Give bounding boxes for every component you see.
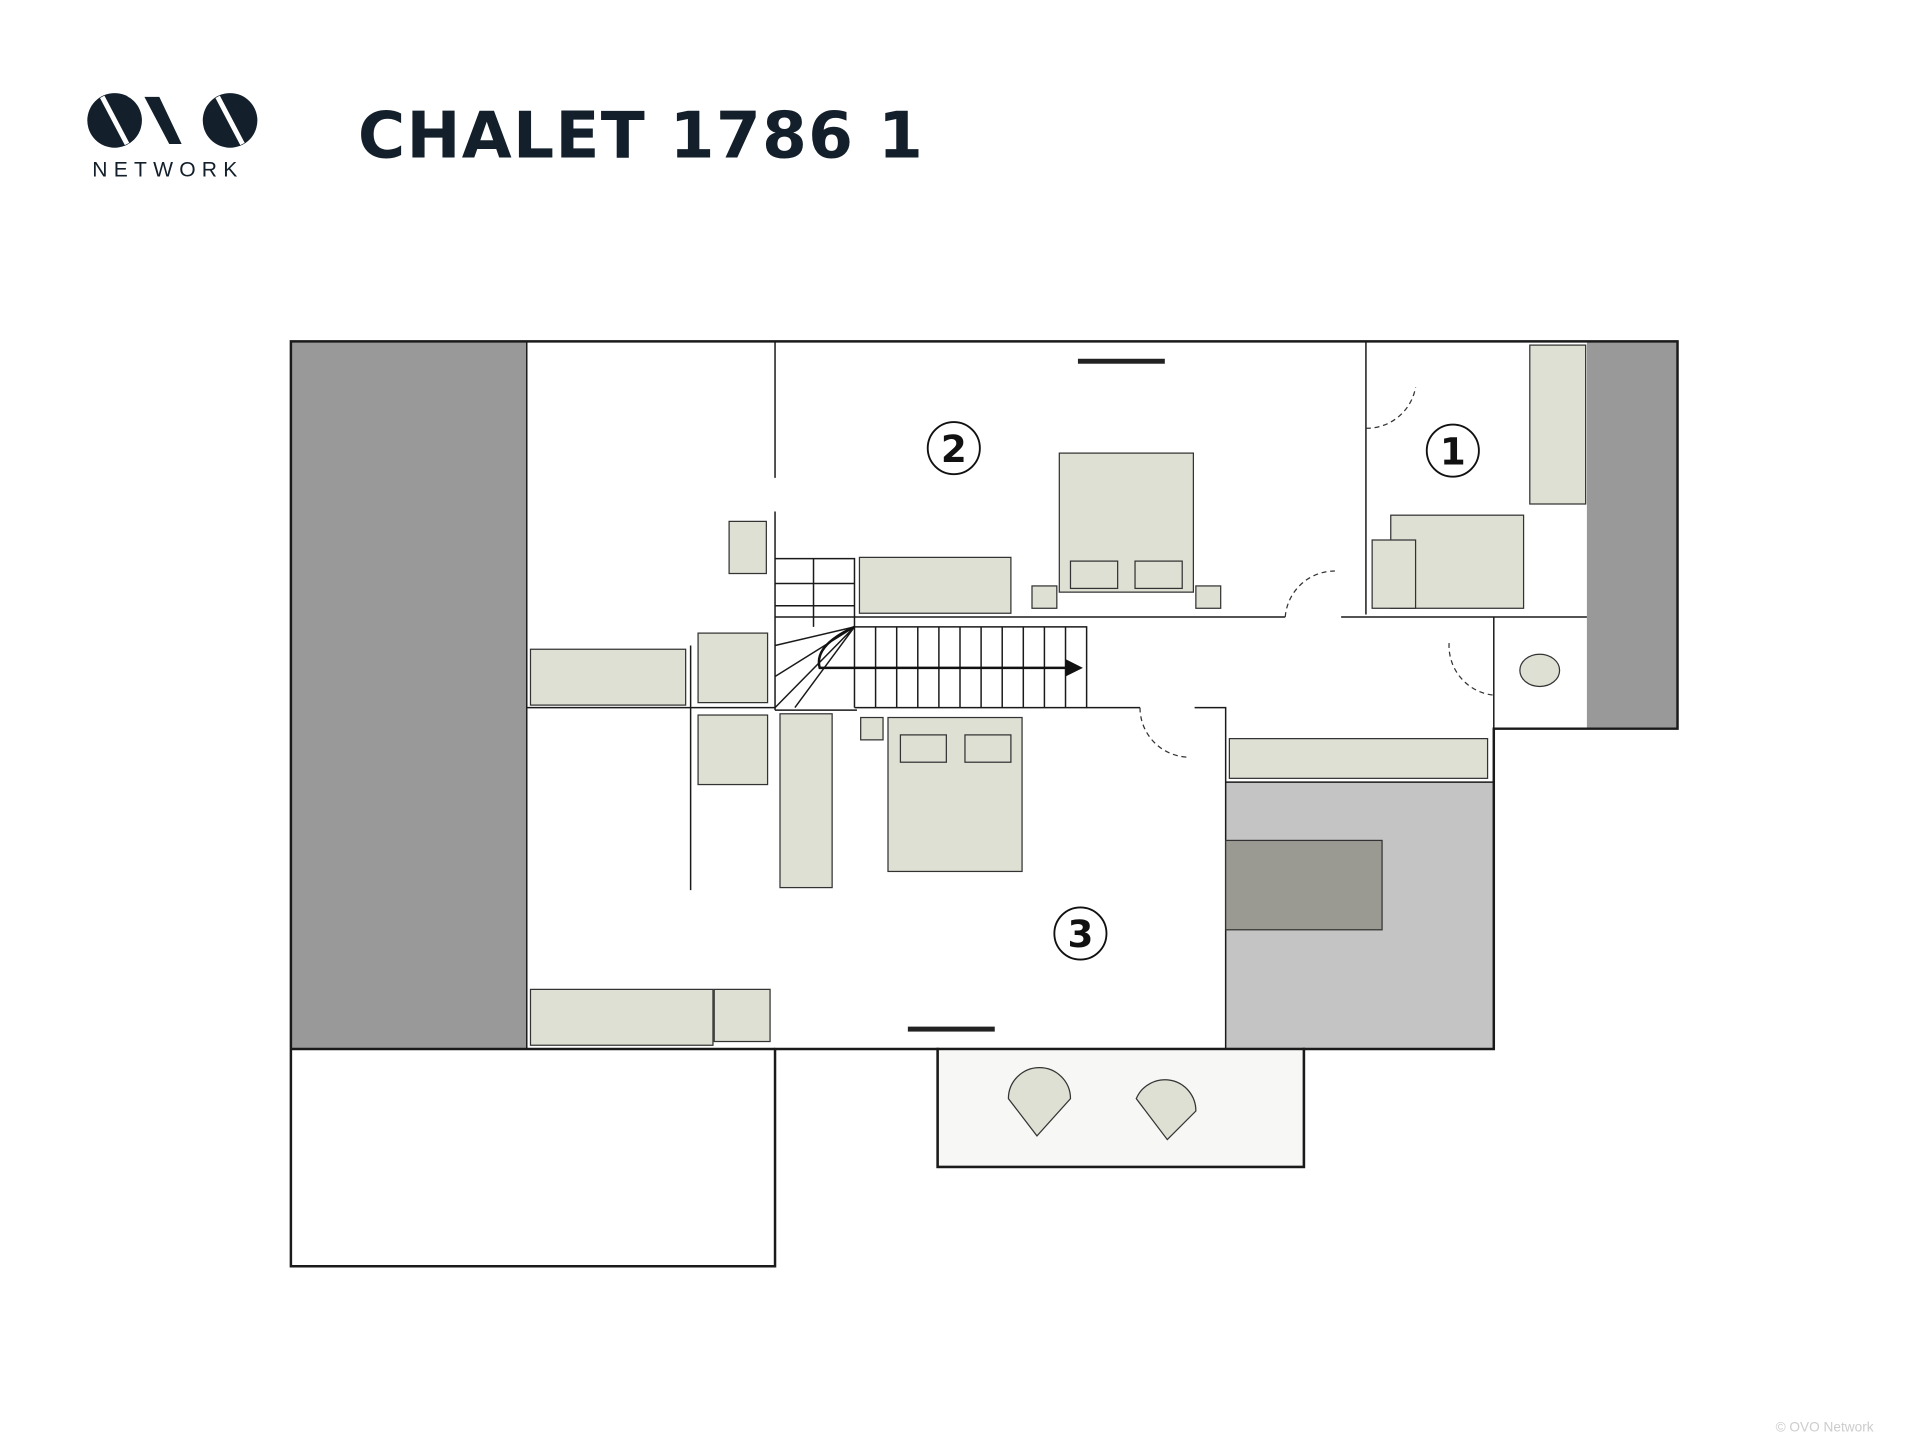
- ovo-logo: NETWORK: [87, 93, 258, 181]
- copyright: © OVO Network: [1776, 1419, 1874, 1434]
- svg-text:2: 2: [941, 427, 967, 471]
- room-label-2: 2: [926, 421, 981, 476]
- exterior-wall-right: [1586, 341, 1678, 729]
- svg-text:3: 3: [1067, 912, 1093, 956]
- svg-text:1: 1: [1440, 429, 1466, 473]
- furniture: [529, 344, 1587, 1169]
- room-label-1: 1: [1425, 423, 1480, 478]
- logo-subtitle: NETWORK: [92, 158, 243, 181]
- page-title: CHALET 1786 1: [358, 99, 924, 174]
- room-label-3: 3: [1053, 906, 1108, 961]
- staircase: [774, 557, 1088, 709]
- exterior-wall-left: [290, 341, 527, 1049]
